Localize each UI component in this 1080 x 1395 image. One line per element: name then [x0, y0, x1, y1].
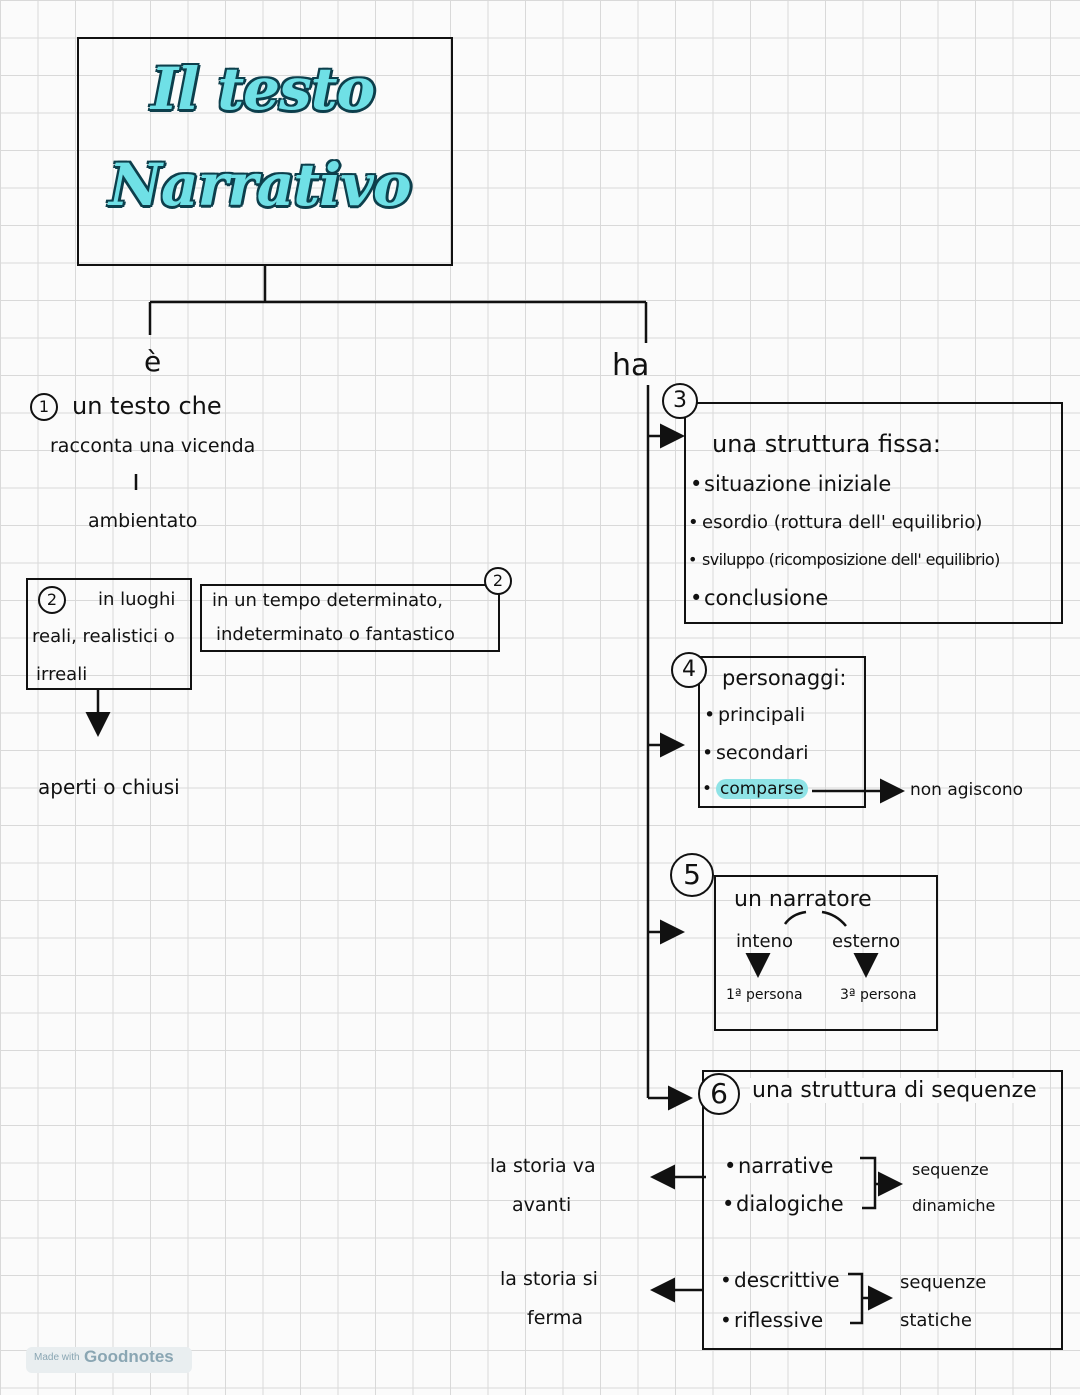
places-line-1: in luoghi	[98, 589, 176, 610]
sequences-item-descriptive: •descrittive	[720, 1268, 840, 1292]
story-moves-line-2: avanti	[512, 1194, 572, 1216]
places-box: 2 in luoghi reali, realistici o irreali	[26, 578, 192, 690]
structure-box: una struttura fissa: •situazione inizial…	[684, 402, 1063, 624]
characters-box: personaggi: •principali •secondari •comp…	[698, 656, 866, 808]
sequences-dynamic-line-1: sequenze	[912, 1160, 989, 1179]
sequences-item-dialogic: •dialogiche	[722, 1192, 844, 1216]
time-box: in un tempo determinato, indeterminato o…	[200, 584, 500, 652]
time-line-2: indeterminato o fantastico	[216, 624, 455, 645]
narrator-internal-person: 1ª persona	[726, 987, 803, 1003]
story-stops-line-1: la storia si	[500, 1268, 598, 1290]
goodnotes-watermark: Made with Goodnotes	[26, 1347, 192, 1373]
number-4-badge: 4	[671, 652, 707, 688]
story-stops-line-2: ferma	[527, 1307, 584, 1329]
narrator-external-person: 3ª persona	[840, 987, 917, 1003]
time-line-1: in un tempo determinato,	[212, 590, 443, 611]
structure-item-1: •situazione iniziale	[690, 472, 892, 496]
number-3-badge: 3	[662, 383, 698, 419]
narrator-external: esterno	[832, 931, 901, 952]
places-result: aperti o chiusi	[38, 775, 180, 799]
sequences-box: •narrative •dialogiche sequenze dinamich…	[702, 1070, 1063, 1350]
branch-label-has: ha	[612, 348, 650, 383]
sequences-static-line-1: sequenze	[900, 1272, 987, 1293]
item1-line-1: un testo che	[72, 392, 222, 420]
number-2-badge-time: 2	[484, 567, 512, 595]
structure-heading: una struttura fissa:	[712, 430, 941, 458]
characters-note: non agiscono	[910, 780, 1024, 800]
sequences-item-reflective: •riflessive	[720, 1308, 824, 1332]
number-5-badge: 5	[670, 853, 714, 897]
narrator-heading: un narratore	[734, 887, 872, 912]
structure-item-4: •conclusione	[690, 586, 829, 610]
number-6-badge: 6	[698, 1073, 740, 1115]
item1-line-3: ambientato	[88, 510, 198, 532]
structure-item-2: •esordio (rottura dell' equilibrio)	[688, 512, 983, 533]
narrator-internal: inteno	[736, 931, 793, 952]
characters-item-3: •comparse	[702, 779, 808, 799]
sequences-item-narrative: •narrative	[724, 1154, 834, 1178]
sequences-dynamic-line-2: dinamiche	[912, 1196, 996, 1215]
watermark-brand: Goodnotes	[84, 1347, 174, 1366]
number-2-badge-places: 2	[38, 586, 66, 614]
story-moves-line-1: la storia va	[490, 1155, 596, 1177]
item1-line-2: racconta una vicenda	[50, 435, 256, 457]
narrator-box: un narratore inteno esterno 1ª persona 3…	[714, 875, 938, 1031]
places-line-3: irreali	[36, 664, 88, 685]
watermark-made-with: Made with	[34, 1351, 80, 1363]
title-line-2: Narrativo	[109, 151, 412, 219]
characters-item-1: •principali	[704, 704, 806, 726]
characters-item-2: •secondari	[702, 742, 809, 764]
places-line-2: reali, realistici o	[32, 626, 175, 647]
number-1-badge: 1	[30, 393, 58, 421]
sequences-heading: una struttura di sequenze	[750, 1078, 1039, 1103]
branch-label-is: è	[144, 345, 162, 378]
characters-heading: personaggi:	[722, 666, 847, 690]
title-box: Il testo Narrativo	[77, 37, 453, 266]
title-line-1: Il testo	[151, 55, 375, 123]
sequences-static-line-2: statiche	[900, 1310, 972, 1331]
structure-item-3: •sviluppo (ricomposizione dell' equilibr…	[688, 550, 1000, 569]
